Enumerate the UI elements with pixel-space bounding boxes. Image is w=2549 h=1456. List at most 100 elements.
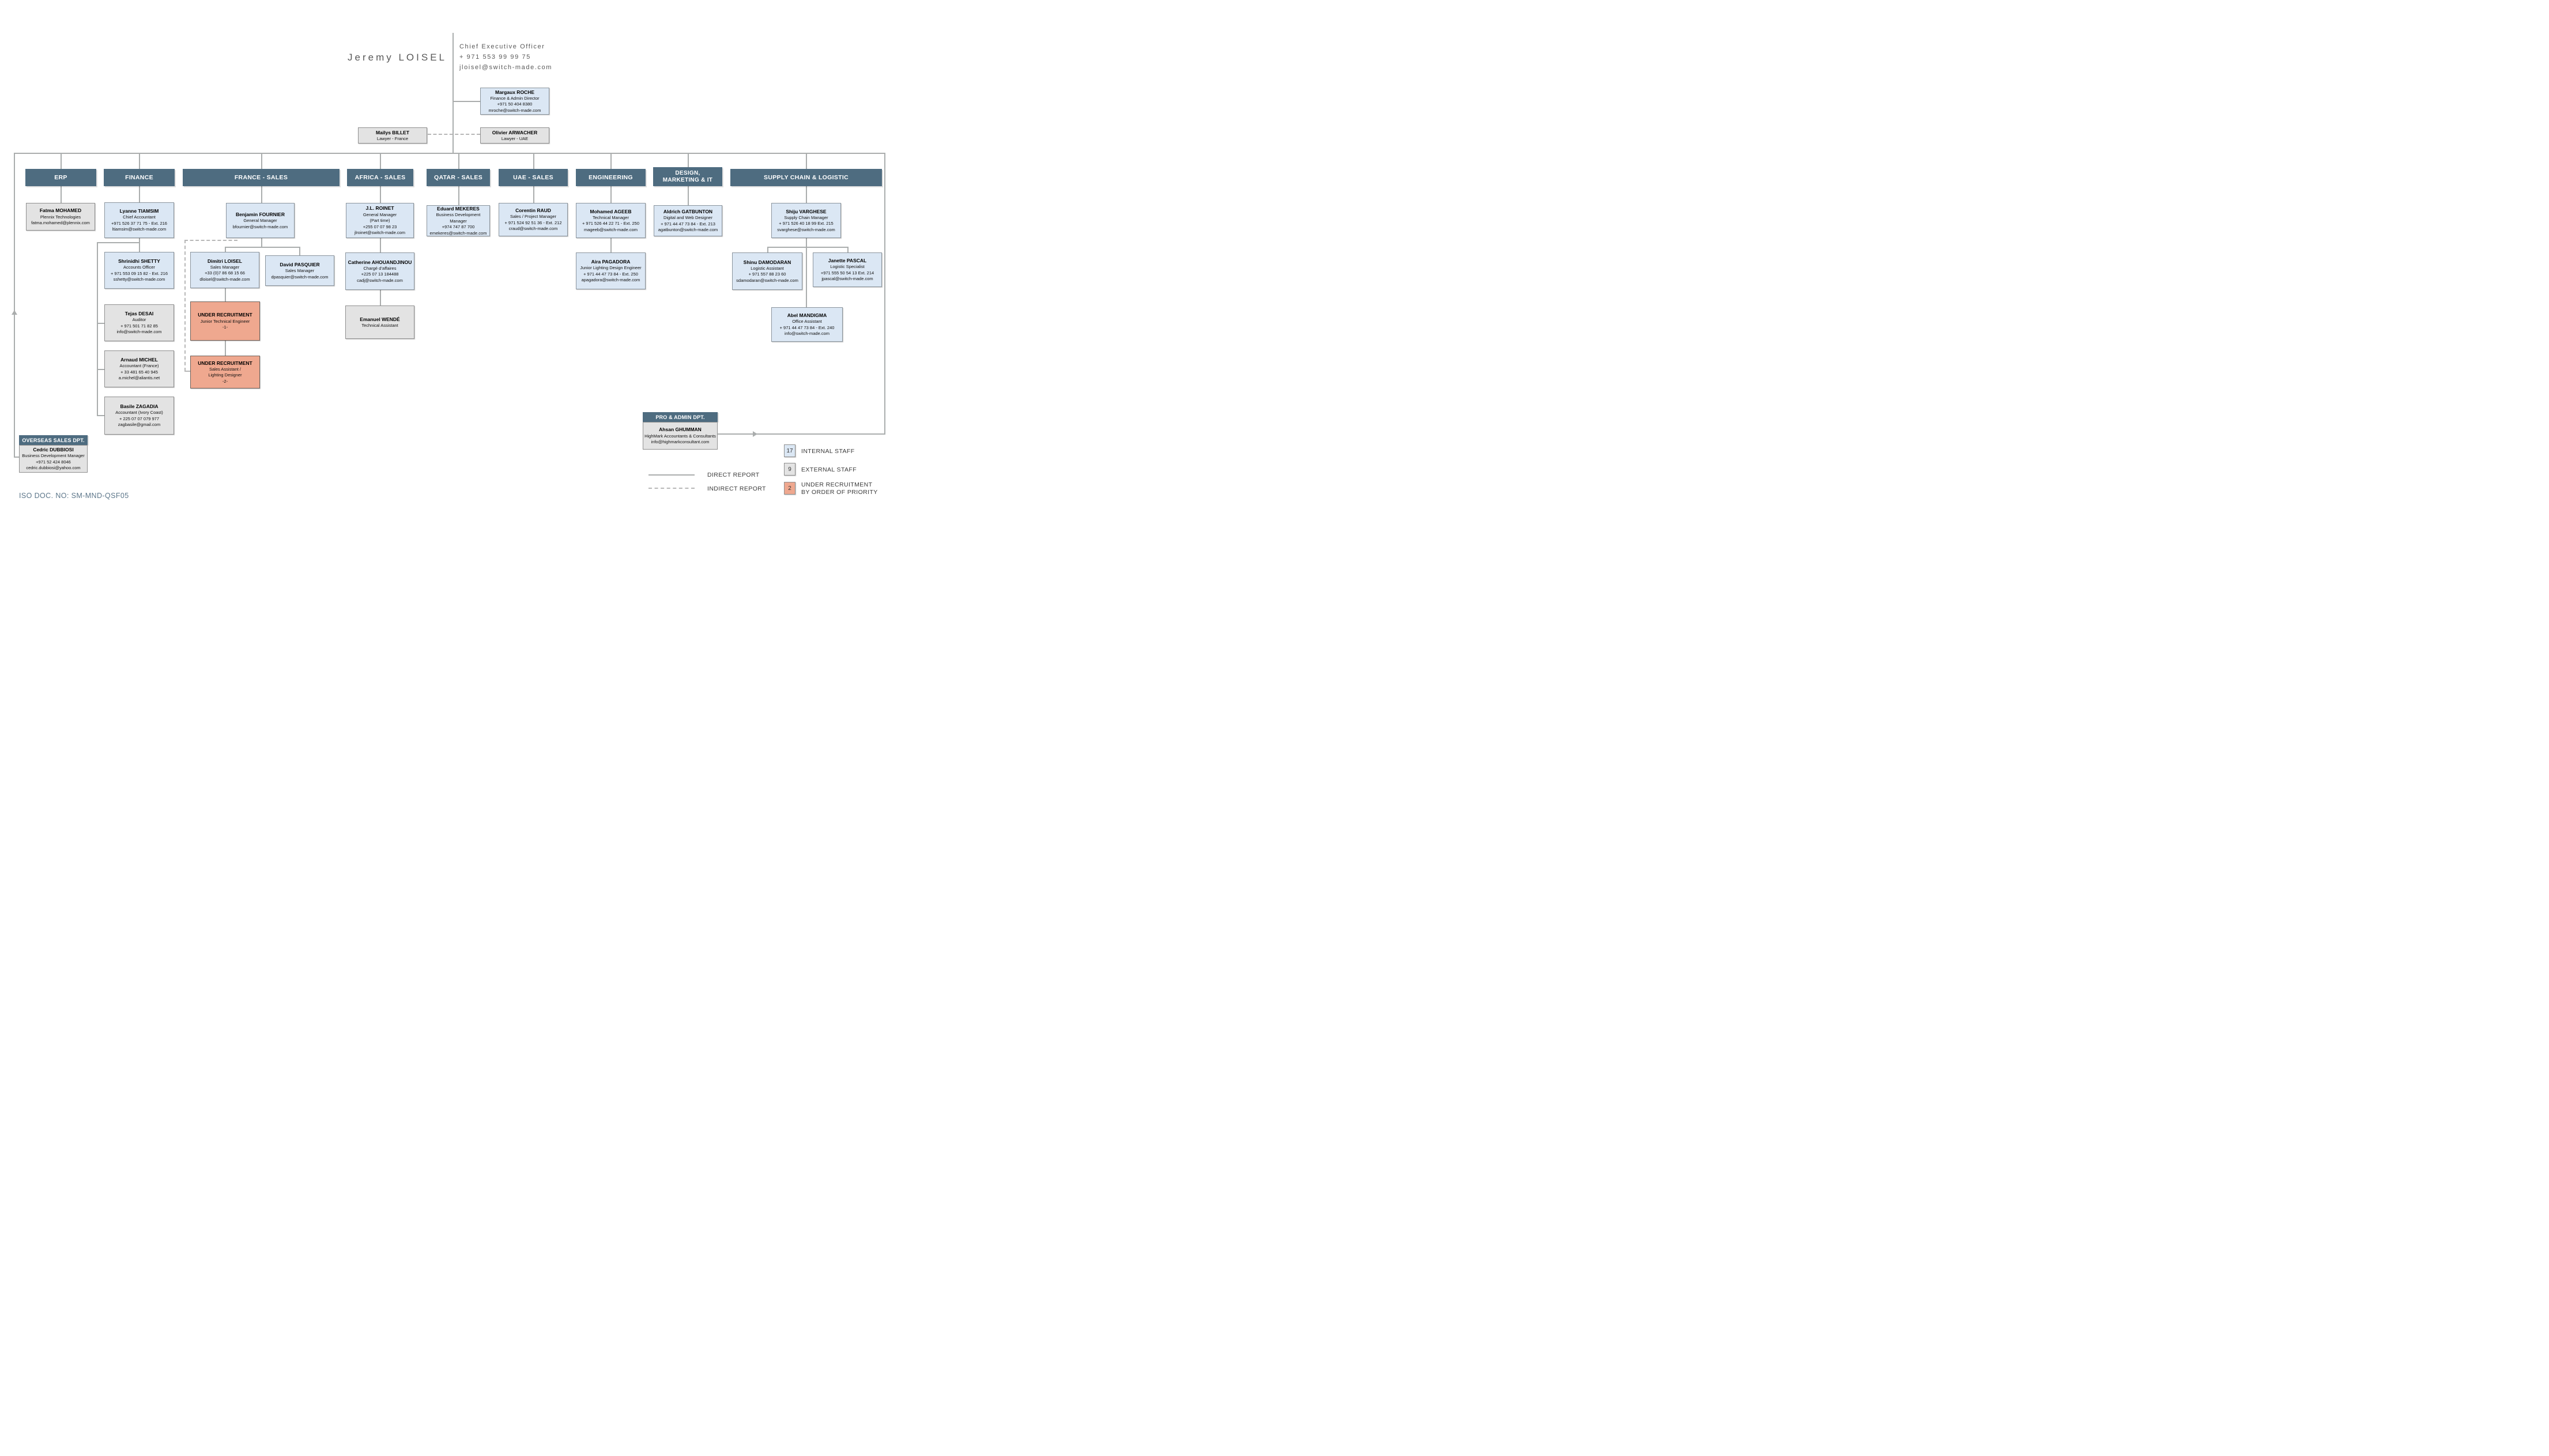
person-name: Olivier ARWACHER: [492, 129, 538, 135]
person-card-aira: Aira PAGADORA Junior Lighting Design Eng…: [576, 252, 646, 289]
person-email: dloisel@switch-made.com: [199, 276, 250, 282]
connector-ceo-vertical: [453, 33, 454, 153]
connector-supply: [806, 238, 807, 247]
connector-stub: [261, 153, 262, 169]
person-title: Auditor: [132, 317, 146, 323]
person-card-roinet: J.L. ROINET General Manager (Part time) …: [346, 203, 414, 238]
person-phone: +971 555 50 54 13 Ext. 214: [820, 270, 874, 276]
person-name: Shiju VARGHESE: [786, 208, 827, 214]
connector-supply: [806, 247, 807, 307]
person-phone: +255 07 07 98 23: [363, 224, 397, 229]
subdept-header-proadmin: PRO & ADMIN DPT.: [643, 412, 718, 422]
person-card-shiju: Shiju VARGHESE Supply Chain Manager + 97…: [771, 203, 841, 238]
person-card-abel: Abel MANDIGMA Office Assistant + 971 44 …: [771, 307, 843, 342]
recruitment-role: Junior Technical Engineer: [200, 318, 250, 324]
connector-stub: [139, 186, 140, 203]
person-title: Logistic Assistant: [751, 265, 784, 271]
person-phone: + 971 553 09 15 82 - Ext. 216: [110, 270, 168, 276]
connector-supply: [767, 247, 768, 252]
ceo-email: jloisel@switch-made.com: [459, 64, 553, 71]
person-card-lyanne: Lyanne TIAMSIM Chief Accountant +971 526…: [104, 202, 174, 238]
person-card-mohamed: Mohamed AGEEB Technical Manager + 971 52…: [576, 203, 646, 238]
recruitment-priority: -2-: [222, 378, 228, 384]
recruitment-title: UNDER RECRUITMENT: [198, 312, 252, 318]
connector-africa: [380, 290, 381, 305]
subdept-header-overseas: OVERSEAS SALES DPT.: [19, 435, 88, 445]
legend-direct-label: DIRECT REPORT: [707, 471, 760, 478]
connector-stub: [61, 186, 62, 203]
connector-stub: [139, 153, 140, 169]
person-title: Business Development Manager: [436, 212, 481, 224]
person-phone: + 225 07 07 079 977: [119, 416, 160, 421]
person-card-eduard: Eduard MEKERES Business Development Mana…: [427, 205, 490, 236]
person-title: Lawyer - UAE: [501, 135, 529, 141]
person-card-under-recruitment-2: UNDER RECRUITMENT Sales Assistant / Ligh…: [190, 356, 260, 388]
connector-supply: [847, 247, 849, 252]
person-title: General Manager: [243, 218, 277, 224]
person-title: Finance & Admin Director: [490, 95, 540, 101]
iso-doc-number: ISO DOC. NO: SM-MND-QSF05: [19, 492, 129, 500]
person-phone: +225 07 13 184488: [361, 271, 399, 277]
person-card-arnaud: Arnaud MICHEL Accountant (France) + 33 4…: [104, 350, 174, 387]
connector-stub: [610, 186, 612, 203]
dept-header-france-sales: FRANCE - SALES: [183, 169, 340, 186]
person-card-basile: Basile ZAGADIA Accountant (Ivory Coast) …: [104, 397, 174, 435]
person-email: craud@switch-made.com: [508, 226, 558, 232]
person-name: Corentin RAUD: [515, 208, 551, 214]
person-email: mroche@switch-made.com: [488, 107, 541, 113]
person-title: Accountant (France): [119, 363, 159, 369]
connector-stub: [380, 186, 381, 203]
person-card-janette: Janette PASCAL Logistic Specialist +971 …: [813, 252, 882, 287]
person-card-cedric: Cedric DUBBIOSI Business Development Man…: [19, 445, 88, 473]
person-title: Office Assistant: [792, 319, 822, 325]
person-email: bfournier@switch-made.com: [232, 224, 288, 229]
connector-stub: [458, 153, 459, 169]
legend-internal-label: INTERNAL STAFF: [801, 448, 855, 455]
connector-finance: [139, 238, 140, 252]
person-phone: + 33 481 65 40 945: [120, 369, 158, 375]
person-card-olivier: Olivier ARWACHER Lawyer - UAE: [480, 127, 549, 144]
person-email: info@switch-made.com: [784, 331, 830, 337]
person-phone: +971 50 404 8380: [497, 101, 533, 107]
connector-africa: [380, 238, 381, 252]
person-card-under-recruitment-1: UNDER RECRUITMENT Junior Technical Engin…: [190, 301, 260, 341]
person-company: HighMark Accountants & Consultants: [644, 433, 716, 439]
person-name: Aira PAGADORA: [591, 259, 631, 265]
legend-external-label: EXTERNAL STAFF: [801, 466, 857, 473]
person-name: Fatma MOHAMED: [39, 208, 82, 214]
ceo-info: Chief Executive Officer + 971 553 99 99 …: [459, 42, 552, 73]
person-name: Margaux ROCHE: [495, 89, 534, 95]
person-card-benjamin: Benjamin FOURNIER General Manager bfourn…: [226, 203, 295, 238]
person-phone: + 971 526 40 18 99 Ext. 215: [779, 221, 834, 227]
legend-recruitment-swatch: 2: [784, 482, 795, 495]
person-name: Lyanne TIAMSIM: [119, 208, 159, 214]
connector-overseas-rail: [14, 153, 15, 458]
person-card-fatma: Fatma MOHAMED Plennix Technologies fatma…: [26, 203, 95, 231]
person-email: agatbunton@switch-made.com: [658, 227, 718, 233]
person-title: Business Development Manager: [22, 453, 85, 459]
person-email: fatma.mohamed@plennix.com: [31, 220, 90, 226]
person-phone: +971 526 37 71 75 - Ext. 216: [111, 220, 167, 226]
person-phone: + 971 501 71 82 85: [120, 323, 158, 329]
legend-internal-swatch: 17: [784, 444, 795, 457]
connector-stub: [533, 186, 534, 203]
person-card-margaux: Margaux ROCHE Finance & Admin Director +…: [480, 88, 549, 115]
person-card-david: David PASQUIER Sales Manager dpasquier@s…: [265, 255, 334, 286]
person-email: svarghese@switch-made.com: [777, 227, 835, 232]
person-title: Logistic Specialist: [830, 264, 865, 270]
dept-header-design-marketing-it: DESIGN, MARKETING & IT: [653, 167, 722, 186]
person-title: (Part time): [369, 218, 390, 224]
connector-france: [225, 247, 300, 248]
person-phone: + 971 44 47 73 84 - Ext. 250: [583, 271, 638, 277]
person-email: sshetty@switch-made.com: [113, 277, 165, 282]
recruitment-title: UNDER RECRUITMENT: [198, 360, 252, 366]
person-name: Ahsan GHUMMAN: [659, 427, 702, 433]
dept-header-supply-chain: SUPPLY CHAIN & LOGISTIC: [730, 169, 882, 186]
connector-france: [261, 238, 262, 247]
person-card-catherine: Catherine AHOUANDJINOU Chargé d’affaires…: [345, 252, 414, 290]
person-card-shinu: Shinu DAMODARAN Logistic Assistant + 971…: [732, 252, 802, 290]
connector-engineering: [610, 238, 612, 252]
person-title: Sales Manager: [285, 268, 315, 274]
person-title: Technical Assistant: [361, 322, 398, 328]
person-email: apagadora@switch-made.com: [581, 277, 640, 283]
